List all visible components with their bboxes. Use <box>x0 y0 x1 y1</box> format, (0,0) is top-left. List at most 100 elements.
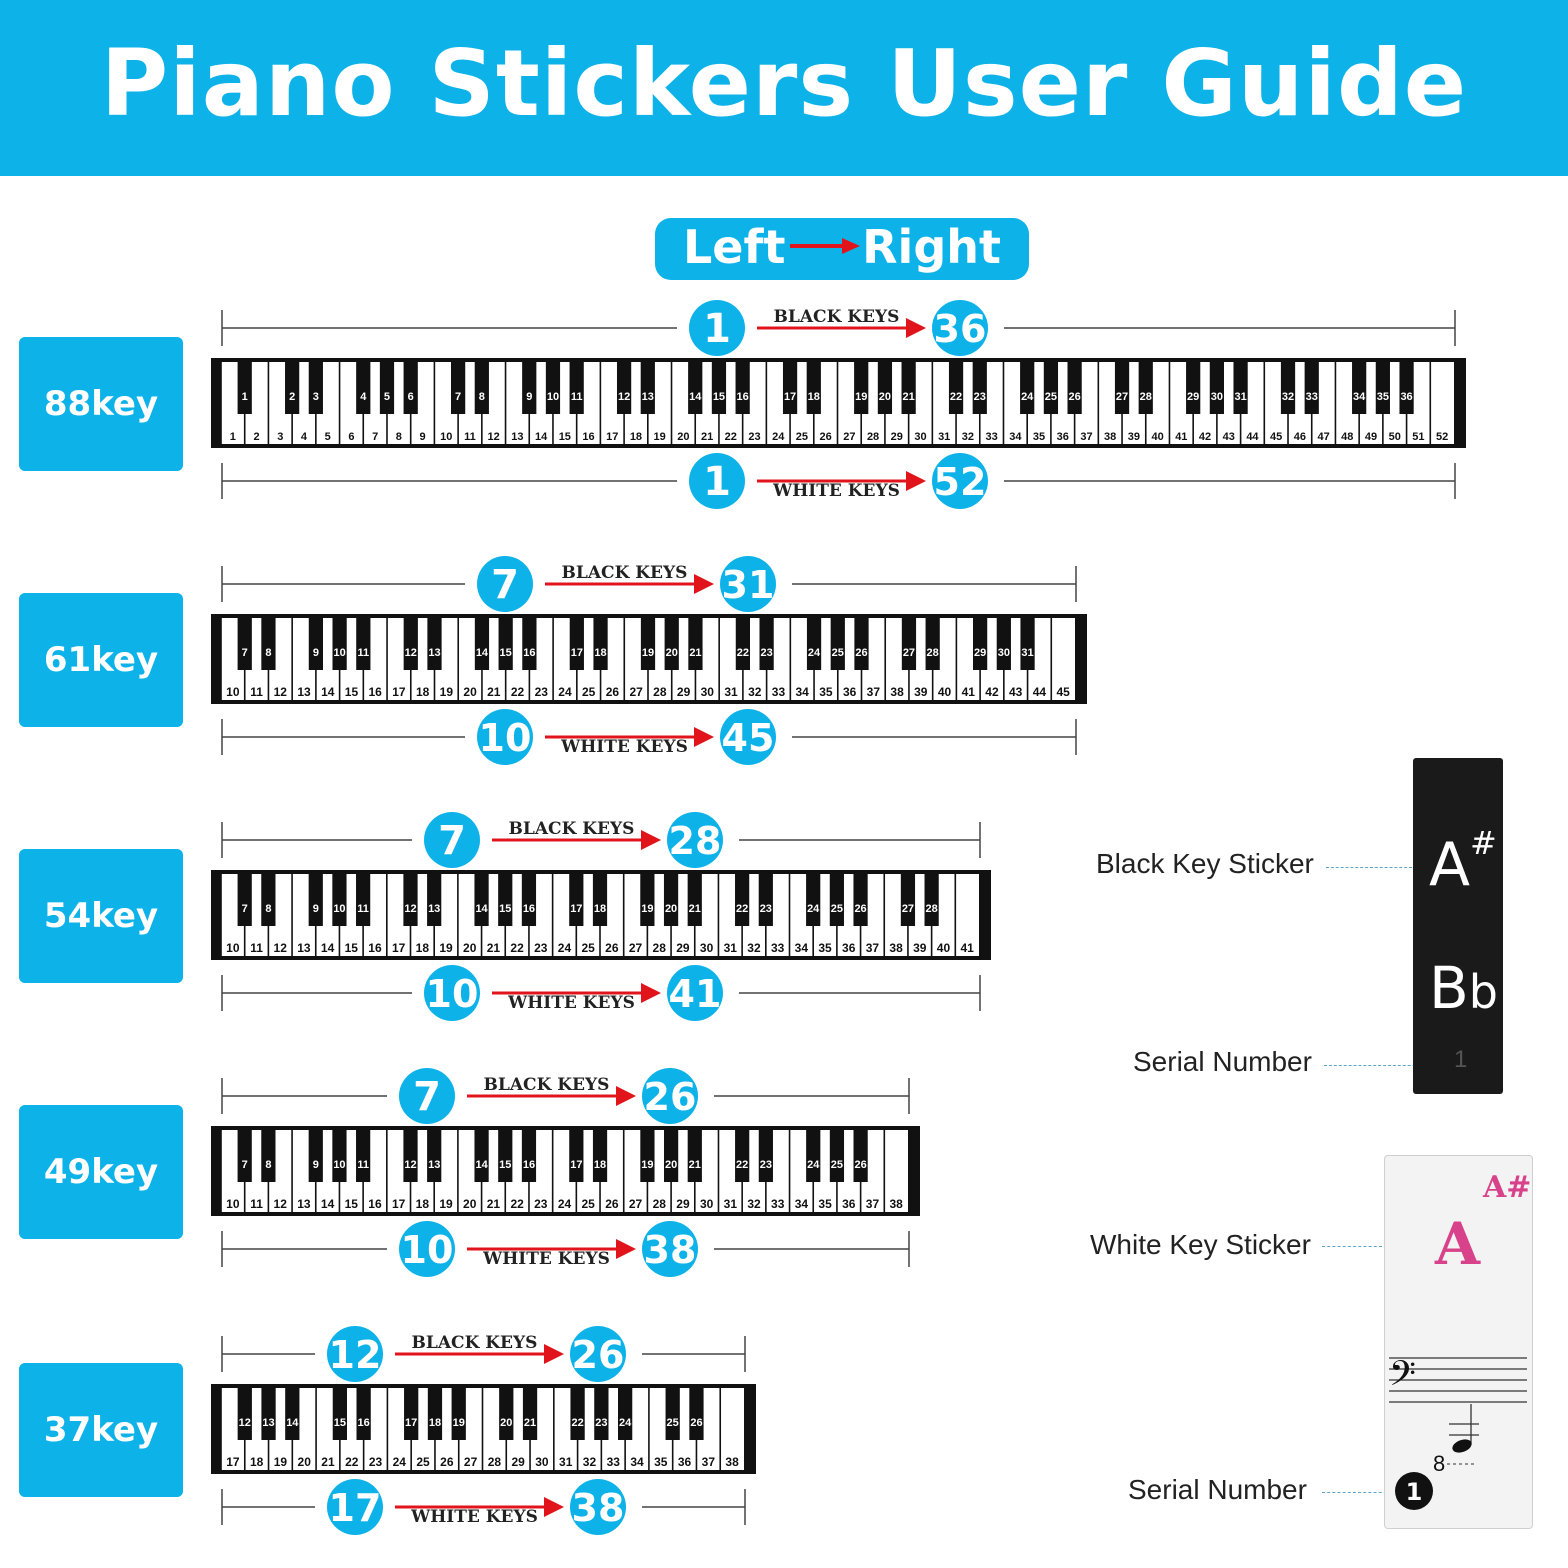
black-key <box>853 1130 868 1182</box>
black-key-number: 2 <box>289 391 295 403</box>
white-key-number: 30 <box>700 1197 714 1211</box>
keyboard-label-88: 88key <box>19 337 183 471</box>
black-key <box>900 874 916 926</box>
keyboard-label-37: 37key <box>19 1363 183 1497</box>
black-key <box>332 1130 347 1182</box>
black-key <box>522 618 537 670</box>
range-start-badge-number: 1 <box>703 459 731 505</box>
black-key-number: 20 <box>500 1417 512 1429</box>
white-key-number: 15 <box>345 1197 359 1211</box>
black-key <box>356 1130 371 1182</box>
black-key <box>545 362 561 414</box>
black-key <box>689 1388 704 1440</box>
black-key-number: 24 <box>619 1417 632 1429</box>
white-key-number: 12 <box>274 685 288 699</box>
white-keys-label: WHITE KEYS <box>772 481 900 501</box>
black-key-number: 14 <box>475 1159 488 1171</box>
black-key <box>592 874 608 926</box>
black-key <box>806 874 821 926</box>
black-key-number: 4 <box>360 391 367 403</box>
black-key <box>663 874 679 926</box>
black-key-number: 22 <box>950 391 962 403</box>
white-key-number: 20 <box>463 941 477 955</box>
white-key-number: 17 <box>392 685 406 699</box>
range-start-badge-number: 10 <box>479 716 532 760</box>
white-key-number: 18 <box>416 685 430 699</box>
black-key-number: 3 <box>313 391 319 403</box>
black-key <box>261 1388 276 1440</box>
black-key-number: 22 <box>736 1159 748 1171</box>
white-key-number: 25 <box>796 431 808 443</box>
range-start-badge <box>689 300 745 356</box>
black-key <box>498 1130 513 1182</box>
white-key-number: 41 <box>962 685 976 699</box>
range-start-badge <box>477 709 533 765</box>
black-key <box>688 618 703 670</box>
white-key-number: 22 <box>510 941 524 955</box>
black-key <box>996 618 1011 670</box>
black-key <box>1043 362 1059 414</box>
black-key <box>877 362 893 414</box>
white-key-number: 44 <box>1246 431 1259 443</box>
white-key-number: 27 <box>629 941 643 955</box>
range-end-badge <box>570 1479 626 1535</box>
black-key-number: 1 <box>242 391 248 403</box>
black-key <box>308 874 323 926</box>
white-key-number: 38 <box>1104 431 1116 443</box>
svg-text:𝄢: 𝄢 <box>1389 1353 1416 1402</box>
black-key <box>308 362 323 414</box>
black-key-number: 24 <box>1021 391 1034 403</box>
white-key-number: 20 <box>463 1197 477 1211</box>
white-key-number: 41 <box>1175 431 1187 443</box>
black-key <box>735 618 751 670</box>
black-key-number: 16 <box>523 903 535 915</box>
white-serial-label: Serial Number <box>1128 1474 1307 1505</box>
white-key-number: 34 <box>630 1455 644 1469</box>
white-key-number: 35 <box>818 941 832 955</box>
white-key-number: 31 <box>938 431 950 443</box>
white-key-number: 35 <box>654 1455 668 1469</box>
black-key <box>640 874 655 926</box>
white-key-number: 23 <box>369 1455 383 1469</box>
black-serial-leader <box>1324 1065 1450 1066</box>
black-key-number: 21 <box>903 391 915 403</box>
black-key <box>948 362 964 414</box>
black-key-number: 28 <box>926 903 938 915</box>
black-key <box>1138 362 1153 414</box>
white-key-number: 6 <box>348 431 354 443</box>
black-key <box>1186 362 1201 414</box>
white-key-number: 30 <box>700 941 714 955</box>
black-sticker-serial: 1 <box>1454 1046 1468 1073</box>
white-key-number: 24 <box>393 1455 407 1469</box>
black-key <box>261 1130 276 1182</box>
white-key-number: 38 <box>889 941 903 955</box>
white-key-number: 13 <box>511 431 523 443</box>
black-key <box>829 1130 845 1182</box>
black-key-number: 23 <box>595 1417 607 1429</box>
white-serial-leader <box>1322 1492 1392 1493</box>
black-key-number: 11 <box>571 391 583 403</box>
white-key-number: 36 <box>843 685 857 699</box>
white-key-number: 31 <box>724 1197 738 1211</box>
range-end-badge <box>932 453 988 509</box>
black-key-number: 23 <box>974 391 986 403</box>
black-key-number: 12 <box>239 1417 251 1429</box>
range-end-badge <box>642 1221 698 1277</box>
black-key-number: 17 <box>571 647 583 659</box>
white-key-number: 26 <box>605 941 619 955</box>
black-key-number: 21 <box>689 647 701 659</box>
black-key-number: 23 <box>760 647 772 659</box>
white-key-number: 14 <box>321 941 335 955</box>
black-key <box>663 1130 679 1182</box>
range-end-badge-number: 38 <box>644 1228 697 1272</box>
direction-pill: Left Right <box>655 218 1029 280</box>
black-key <box>261 618 276 670</box>
black-key-number: 9 <box>313 647 319 659</box>
black-key <box>854 618 869 670</box>
black-key-number: 8 <box>265 1159 271 1171</box>
black-key <box>427 1388 443 1440</box>
white-key-number: 38 <box>890 685 904 699</box>
white-key-number: 36 <box>842 1197 856 1211</box>
